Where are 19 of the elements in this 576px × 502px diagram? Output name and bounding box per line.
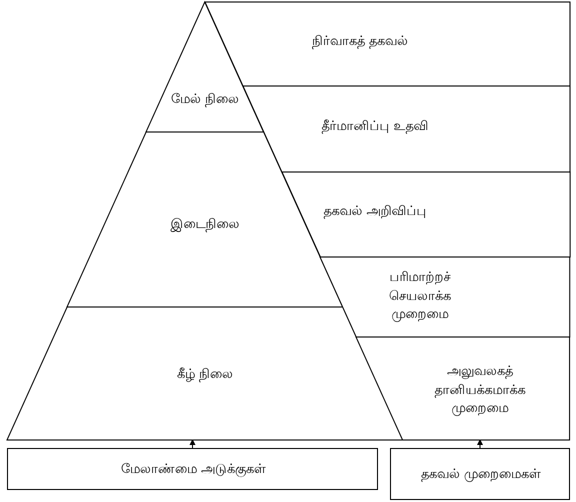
node-label: தகவல் அறிவிப்பு: [323, 202, 427, 221]
pyramid-top-level: [146, 2, 264, 132]
node-label: அலுவலகத் தானியக்கமாக்க முறைமை: [433, 362, 526, 418]
system-row: [205, 2, 570, 86]
node-label: பரிமாற்றச் செயலாக்க முறைமை: [388, 268, 452, 324]
arrow: [190, 439, 196, 448]
node-label: தீர்மானிப்பு உதவி: [321, 118, 429, 136]
node-label: இடைநிலை: [170, 216, 240, 234]
node-label: மேல் நிலை: [170, 90, 240, 110]
system-row: [320, 257, 570, 337]
node-label: கீழ் நிலை: [176, 366, 234, 384]
label-box: [7, 448, 378, 490]
node-label: மேலாண்மை அடுக்குகள்: [120, 460, 266, 479]
arrow: [477, 439, 483, 448]
system-row: [242, 86, 570, 172]
node-label: நிர்வாகத் தகவல்: [312, 32, 408, 52]
system-row: [282, 172, 570, 257]
label-box: [390, 448, 570, 500]
node-label: தகவல் முறைமைகள்: [420, 466, 542, 484]
